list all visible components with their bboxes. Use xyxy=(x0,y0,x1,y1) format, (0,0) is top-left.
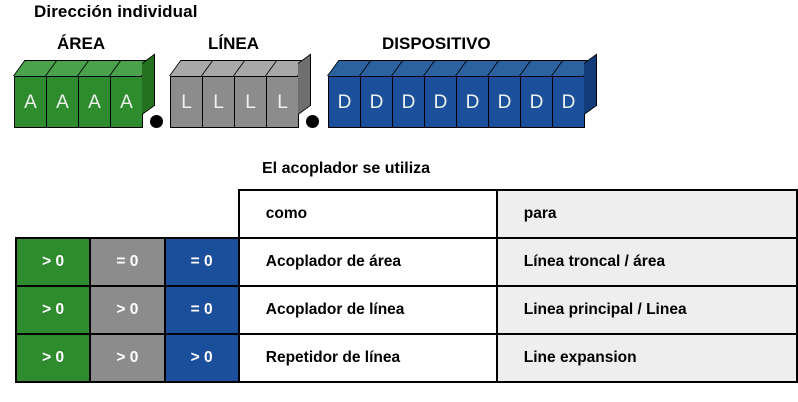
group-label-linea: LÍNEA xyxy=(208,34,259,53)
block-glyph: A xyxy=(88,91,101,113)
address-separator-dot xyxy=(306,115,319,128)
block-group-linea: L L L L xyxy=(170,60,299,128)
block-glyph: L xyxy=(213,91,224,113)
block-glyph: A xyxy=(56,91,69,113)
block-glyph: D xyxy=(337,91,352,113)
block-cube-linea: L xyxy=(202,76,235,128)
table-row: > 0 = 0 = 0 Acoplador de área Línea tron… xyxy=(14,237,798,287)
spacer-cell xyxy=(16,190,90,238)
block-cube-linea: L xyxy=(234,76,267,128)
cell-dispositivo-condition: > 0 xyxy=(163,333,240,383)
group-label-area: ÁREA xyxy=(57,34,106,53)
block-cube-area: A xyxy=(110,76,143,128)
cell-linea-condition: > 0 xyxy=(89,333,166,383)
block-cube-dispositivo: D xyxy=(488,76,521,128)
table-row: > 0 > 0 > 0 Repetidor de línea Line expa… xyxy=(14,333,798,383)
block-glyph: A xyxy=(120,91,133,113)
column-header-como: como xyxy=(237,189,498,239)
block-glyph: L xyxy=(245,91,256,113)
block-cube-linea: L xyxy=(266,76,299,128)
cell-dispositivo-condition: = 0 xyxy=(163,285,240,335)
spacer-cell xyxy=(165,190,239,238)
block-cube-dispositivo: D xyxy=(328,76,361,128)
block-group-area: A A A A xyxy=(14,60,143,128)
block-cube-dispositivo: D xyxy=(456,76,489,128)
cell-para: Linea principal / Linea xyxy=(495,285,798,335)
address-separator-dot xyxy=(150,115,163,128)
block-cube-dispositivo: D xyxy=(424,76,457,128)
cell-dispositivo-condition: = 0 xyxy=(163,237,240,287)
block-glyph: D xyxy=(433,91,448,113)
block-cube-area: A xyxy=(46,76,79,128)
block-cube-dispositivo: D xyxy=(360,76,393,128)
cell-area-condition: > 0 xyxy=(14,285,92,335)
column-header-para: para xyxy=(495,189,798,239)
cell-como: Acoplador de línea xyxy=(237,285,498,335)
block-cube-area: A xyxy=(14,76,47,128)
block-glyph: D xyxy=(497,91,512,113)
cell-para: Line expansion xyxy=(495,333,798,383)
table-caption: El acoplador se utiliza xyxy=(262,160,431,177)
block-glyph: D xyxy=(529,91,544,113)
cell-como: Repetidor de línea xyxy=(237,333,498,383)
block-glyph: D xyxy=(561,91,576,113)
coupler-usage-table: como para > 0 = 0 = 0 Acoplador de área … xyxy=(14,189,798,383)
block-glyph: L xyxy=(277,91,288,113)
cell-como: Acoplador de área xyxy=(237,237,498,287)
block-cube-dispositivo: D xyxy=(392,76,425,128)
block-cube-linea: L xyxy=(170,76,203,128)
block-glyph: L xyxy=(181,91,192,113)
block-glyph: D xyxy=(401,91,416,113)
block-glyph: D xyxy=(465,91,480,113)
block-cube-dispositivo: D xyxy=(552,76,585,128)
table-row: > 0 > 0 = 0 Acoplador de línea Linea pri… xyxy=(14,285,798,335)
block-glyph: D xyxy=(369,91,384,113)
cell-area-condition: > 0 xyxy=(14,333,92,383)
cell-linea-condition: = 0 xyxy=(89,237,166,287)
block-glyph: A xyxy=(24,91,37,113)
cell-para: Línea troncal / área xyxy=(495,237,798,287)
table-header-row: como para xyxy=(16,189,798,239)
block-group-dispositivo: D D D D D D D D xyxy=(328,60,585,128)
page-title: Dirección individual xyxy=(34,2,198,21)
cell-linea-condition: > 0 xyxy=(89,285,166,335)
spacer-cell xyxy=(90,190,164,238)
group-label-dispositivo: DISPOSITIVO xyxy=(382,34,491,53)
block-cube-dispositivo: D xyxy=(520,76,553,128)
block-cube-area: A xyxy=(78,76,111,128)
cell-area-condition: > 0 xyxy=(14,237,92,287)
